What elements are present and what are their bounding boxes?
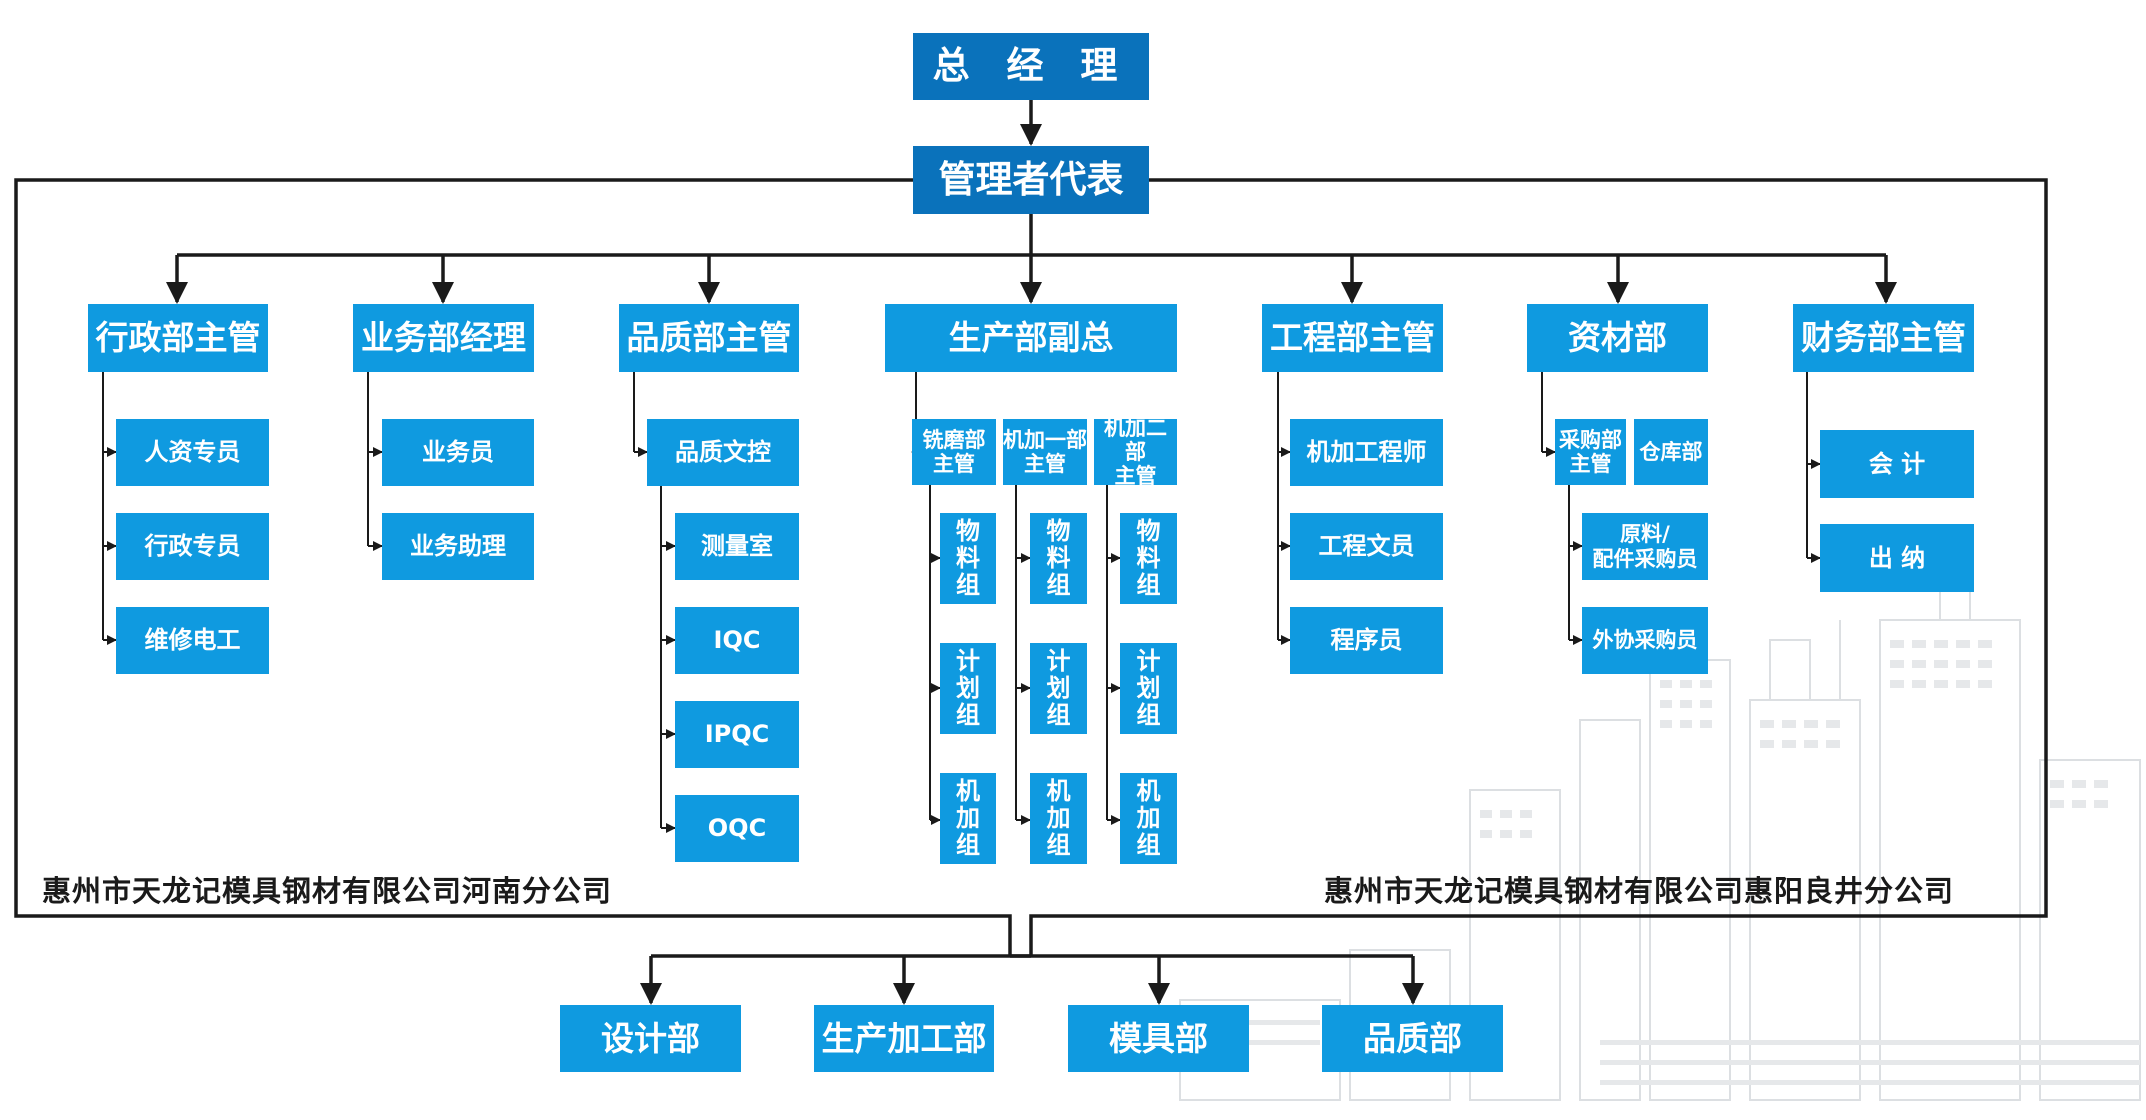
engineering-staff-item: 机加工程师 (1290, 419, 1443, 486)
vertical-char: 组 (956, 570, 980, 599)
design-dept-box: 设计部 (560, 1005, 741, 1072)
materials-group-box: 物料组 (1120, 513, 1177, 604)
quality-dept-head: 品质部主管 (619, 304, 799, 372)
vertical-char: 计 (1046, 647, 1071, 676)
subhead-line: 铣磨部 (922, 427, 986, 452)
accountant-box: 会 计 (1820, 430, 1974, 498)
cashier-box: 出 纳 (1820, 524, 1974, 592)
management-representative-box: 管理者代表 (913, 146, 1149, 214)
vertical-char: 加 (1046, 804, 1071, 833)
purchasing-supervisor-box: 采购部 主管 (1555, 419, 1626, 485)
vertical-char: 计 (1136, 647, 1161, 676)
engineering-staff-item: 工程文员 (1290, 513, 1443, 580)
vertical-char: 物 (1046, 517, 1071, 546)
subhead-line: 采购部 (1559, 427, 1622, 452)
production-dept-head: 生产部副总 (885, 304, 1177, 372)
sales-staff-item: 业务助理 (382, 513, 534, 580)
subhead-line: 机加二部 (1104, 415, 1167, 464)
vertical-char: 机 (1046, 777, 1071, 806)
production-processing-dept-box: 生产加工部 (814, 1005, 994, 1072)
materials-group-box: 物料组 (1030, 513, 1087, 604)
vertical-char: 加 (1136, 804, 1161, 833)
outsourcing-buyer-box: 外协采购员 (1582, 607, 1708, 674)
sales-dept-head: 业务部经理 (353, 304, 534, 372)
engineering-staff-item: 程序员 (1290, 607, 1443, 674)
vertical-char: 组 (1046, 830, 1071, 859)
subhead-line: 机加一部 (1003, 427, 1087, 452)
quality-staff-item: OQC (675, 795, 799, 862)
planning-group-box: 计划组 (1120, 643, 1177, 734)
vertical-char: 划 (1136, 674, 1161, 703)
vertical-char: 料 (1046, 544, 1071, 573)
vertical-char: 机 (1136, 777, 1161, 806)
quality-staff-item: 测量室 (675, 513, 799, 580)
quality-dept-box: 品质部 (1322, 1005, 1503, 1072)
vertical-char: 组 (1046, 570, 1071, 599)
vertical-char: 组 (1046, 700, 1071, 729)
quality-staff-item: IPQC (675, 701, 799, 768)
subhead-line: 原料/ (1620, 522, 1670, 547)
milling-supervisor-box: 铣磨部 主管 (912, 419, 996, 485)
finance-dept-head: 财务部主管 (1793, 304, 1974, 372)
subhead-line: 主管 (1569, 452, 1612, 476)
mold-dept-box: 模具部 (1068, 1005, 1249, 1072)
machining-group-box: 机加组 (1120, 773, 1177, 864)
henan-branch-label: 惠州市天龙记模具钢材有限公司河南分公司 (42, 874, 613, 908)
vertical-char: 物 (956, 517, 980, 546)
machining-group-box: 机加组 (1030, 773, 1087, 864)
materials-group-box: 物料组 (940, 513, 996, 604)
machining-one-supervisor-box: 机加一部 主管 (1003, 419, 1087, 485)
subhead-line: 主管 (933, 452, 975, 476)
vertical-char: 组 (1136, 570, 1161, 599)
planning-group-box: 计划组 (940, 643, 996, 734)
vertical-char: 组 (1136, 700, 1161, 729)
vertical-char: 加 (956, 804, 980, 833)
vertical-char: 组 (1136, 830, 1161, 859)
machining-two-supervisor-box: 机加二部 主管 (1094, 415, 1177, 489)
materials-dept-head: 资材部 (1527, 304, 1708, 372)
warehouse-box: 仓库部 (1634, 419, 1708, 485)
subhead-line: 主管 (1114, 464, 1157, 489)
quality-staff-item: IQC (675, 607, 799, 674)
vertical-char: 划 (956, 674, 980, 703)
vertical-char: 组 (956, 830, 980, 859)
planning-group-box: 计划组 (1030, 643, 1087, 734)
vertical-char: 划 (1046, 674, 1071, 703)
quality-staff-item: 品质文控 (647, 419, 799, 486)
vertical-char: 机 (956, 777, 980, 806)
engineering-dept-head: 工程部主管 (1262, 304, 1443, 372)
admin-staff-item: 行政专员 (116, 513, 269, 580)
vertical-char: 料 (956, 544, 980, 573)
huiyang-branch-label: 惠州市天龙记模具钢材有限公司惠阳良井分公司 (1324, 874, 1955, 908)
admin-staff-item: 维修电工 (116, 607, 269, 674)
vertical-char: 料 (1136, 544, 1161, 573)
admin-dept-head: 行政部主管 (88, 304, 268, 372)
vertical-char: 计 (956, 647, 980, 676)
vertical-char: 物 (1136, 517, 1161, 546)
general-manager-box: 总 经 理 (913, 33, 1149, 100)
subhead-line: 主管 (1024, 452, 1066, 476)
vertical-char: 组 (956, 700, 980, 729)
admin-staff-item: 人资专员 (116, 419, 269, 486)
subhead-line: 配件采购员 (1592, 546, 1698, 571)
machining-group-box: 机加组 (940, 773, 996, 864)
raw-material-buyer-box: 原料/ 配件采购员 (1582, 513, 1708, 580)
sales-staff-item: 业务员 (382, 419, 534, 486)
